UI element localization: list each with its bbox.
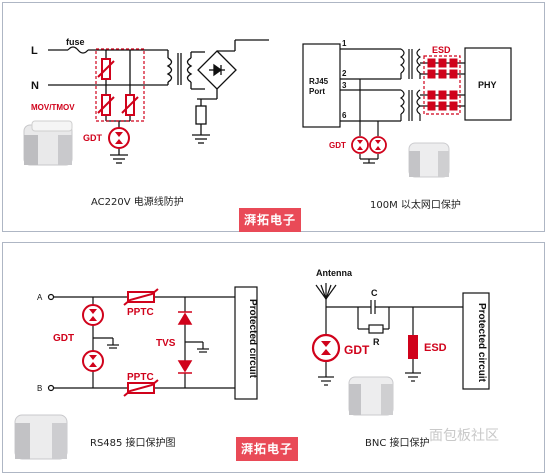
gdt-symbol-power xyxy=(108,127,130,149)
top-diagram: L N fuse MOV/TMOV GDT RJ45 Port 1 2 3 6 … xyxy=(23,37,512,178)
protected-circuit-box-bnc xyxy=(462,292,490,390)
label-gdt-rs485: GDT xyxy=(53,333,74,344)
label-gdt-bnc: GDT xyxy=(344,343,370,357)
brand-badge-bottom: 湃拓电子 xyxy=(236,437,298,461)
label-phy: PHY xyxy=(478,80,497,90)
bottom-panel: Protected circuit xyxy=(2,242,545,473)
pptc-fuses xyxy=(123,288,159,397)
label-fuse: fuse xyxy=(66,37,85,47)
label-pin-2: 2 xyxy=(342,69,347,78)
tvs-diodes xyxy=(177,311,193,374)
bnc-circuit xyxy=(315,283,463,386)
label-protected-rs485: Protected circuit xyxy=(247,299,258,379)
label-resistor: R xyxy=(373,337,380,347)
gdt-symbols-rs485 xyxy=(82,304,104,372)
label-mov: MOV/TMOV xyxy=(31,103,75,112)
caption-ethernet: 100M 以太网口保护 xyxy=(370,200,461,211)
label-pin-6: 6 xyxy=(342,111,347,120)
caption-bnc: BNC 接口保护 xyxy=(365,438,430,449)
label-antenna: Antenna xyxy=(316,268,353,278)
label-node-b: B xyxy=(37,384,42,393)
label-line-l: L xyxy=(31,45,38,57)
label-protected-bnc: Protected circuit xyxy=(476,303,487,383)
phy-box xyxy=(464,47,512,121)
caption-rs485: RS485 接口保护图 xyxy=(90,438,176,449)
brand-badge-top: 湃拓电子 xyxy=(239,208,301,232)
gdt-symbols-ethernet xyxy=(351,136,387,154)
label-gdt-eth: GDT xyxy=(329,141,346,150)
smd-component-photo-rs485 xyxy=(14,414,68,460)
site-watermark: 面包板社区 xyxy=(429,428,499,444)
smd-component-photo-bnc xyxy=(348,376,394,416)
power-line-circuit xyxy=(48,39,269,164)
label-line-n: N xyxy=(31,80,39,92)
label-gdt-power: GDT xyxy=(83,133,103,143)
esd-diode-array xyxy=(427,58,458,111)
rs485-circuit xyxy=(47,293,235,392)
smd-gdt-component-photo xyxy=(23,120,73,166)
label-pin-1: 1 xyxy=(342,39,347,48)
esd-dashed-box xyxy=(423,55,461,115)
bottom-diagram: Protected circuit xyxy=(14,268,490,460)
rj45-port-box xyxy=(302,43,341,128)
esd-device-bnc xyxy=(408,335,418,359)
label-esd-bnc: ESD xyxy=(424,342,447,354)
label-tvs: TVS xyxy=(156,338,176,349)
label-pptc-bottom: PPTC xyxy=(127,372,154,383)
top-panel: L N fuse MOV/TMOV GDT RJ45 Port 1 2 3 6 … xyxy=(2,2,545,232)
protected-circuit-box-rs485 xyxy=(234,286,258,400)
smd-gdt-component-photo-2 xyxy=(408,142,450,178)
gdt-symbol-bnc xyxy=(311,333,341,363)
label-pptc-top: PPTC xyxy=(127,307,154,318)
caption-power: AC220V 电源线防护 xyxy=(91,197,184,208)
label-rj45: RJ45 xyxy=(309,77,329,86)
label-node-a: A xyxy=(37,293,43,302)
label-pin-3: 3 xyxy=(342,81,347,90)
label-port: Port xyxy=(309,87,325,96)
label-capacitor: C xyxy=(371,288,378,298)
mov-varistors xyxy=(97,58,139,116)
label-esd-eth: ESD xyxy=(432,45,451,55)
